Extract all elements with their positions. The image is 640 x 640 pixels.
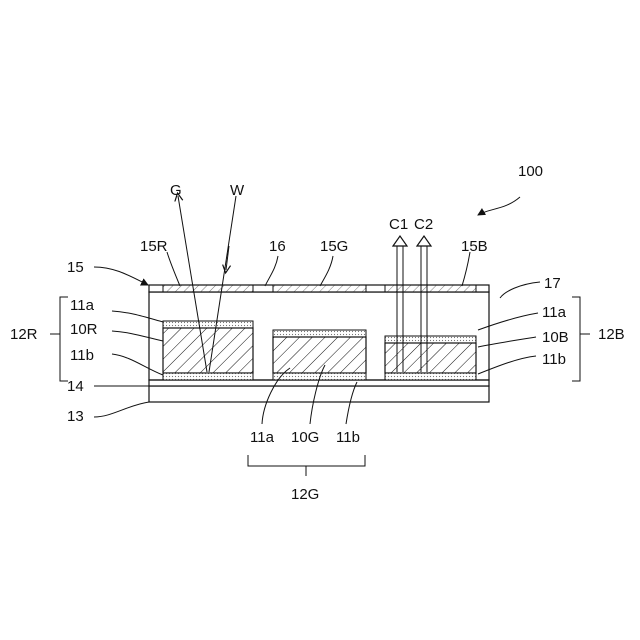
label-15R: 15R	[140, 238, 168, 255]
label-12B: 12B	[598, 326, 625, 343]
label-11b-right: 11b	[542, 351, 566, 368]
label-15: 15	[67, 259, 84, 276]
label-10B: 10B	[542, 329, 569, 346]
label-ray-g: G	[170, 182, 182, 199]
label-15G: 15G	[320, 238, 348, 255]
label-17: 17	[544, 275, 561, 292]
label-ray-c2: C2	[414, 216, 433, 233]
label-11b-bottom: 11b	[336, 429, 360, 446]
color-filter-15G	[273, 285, 366, 292]
electrode-11b-red	[163, 373, 253, 380]
electrode-11a-blue	[385, 336, 476, 343]
label-11b-left: 11b	[70, 347, 94, 364]
electrode-11a-green	[273, 330, 366, 337]
label-13: 13	[67, 408, 84, 425]
label-ray-c1: C1	[389, 216, 408, 233]
label-100: 100	[518, 163, 543, 180]
label-11a-left: 11a	[70, 297, 95, 314]
label-ray-w: W	[230, 182, 245, 199]
bracket-12G	[248, 455, 365, 476]
layer-10B	[385, 343, 476, 373]
bracket-12R	[50, 297, 68, 381]
layer-10R	[163, 328, 253, 373]
label-16: 16	[269, 238, 286, 255]
label-10R: 10R	[70, 321, 98, 338]
substrate-13	[149, 386, 489, 402]
label-11a-bottom: 11a	[250, 429, 275, 446]
color-filter-15R	[163, 285, 253, 292]
label-12R: 12R	[10, 326, 38, 343]
layer-10G	[273, 337, 366, 373]
label-11a-right: 11a	[542, 304, 567, 321]
label-14: 14	[67, 378, 84, 395]
electrode-11b-blue	[385, 373, 476, 380]
label-12G: 12G	[291, 486, 319, 503]
label-15B: 15B	[461, 238, 488, 255]
label-10G: 10G	[291, 429, 319, 446]
electrode-11a-red	[163, 321, 253, 328]
bracket-12B	[572, 297, 590, 381]
